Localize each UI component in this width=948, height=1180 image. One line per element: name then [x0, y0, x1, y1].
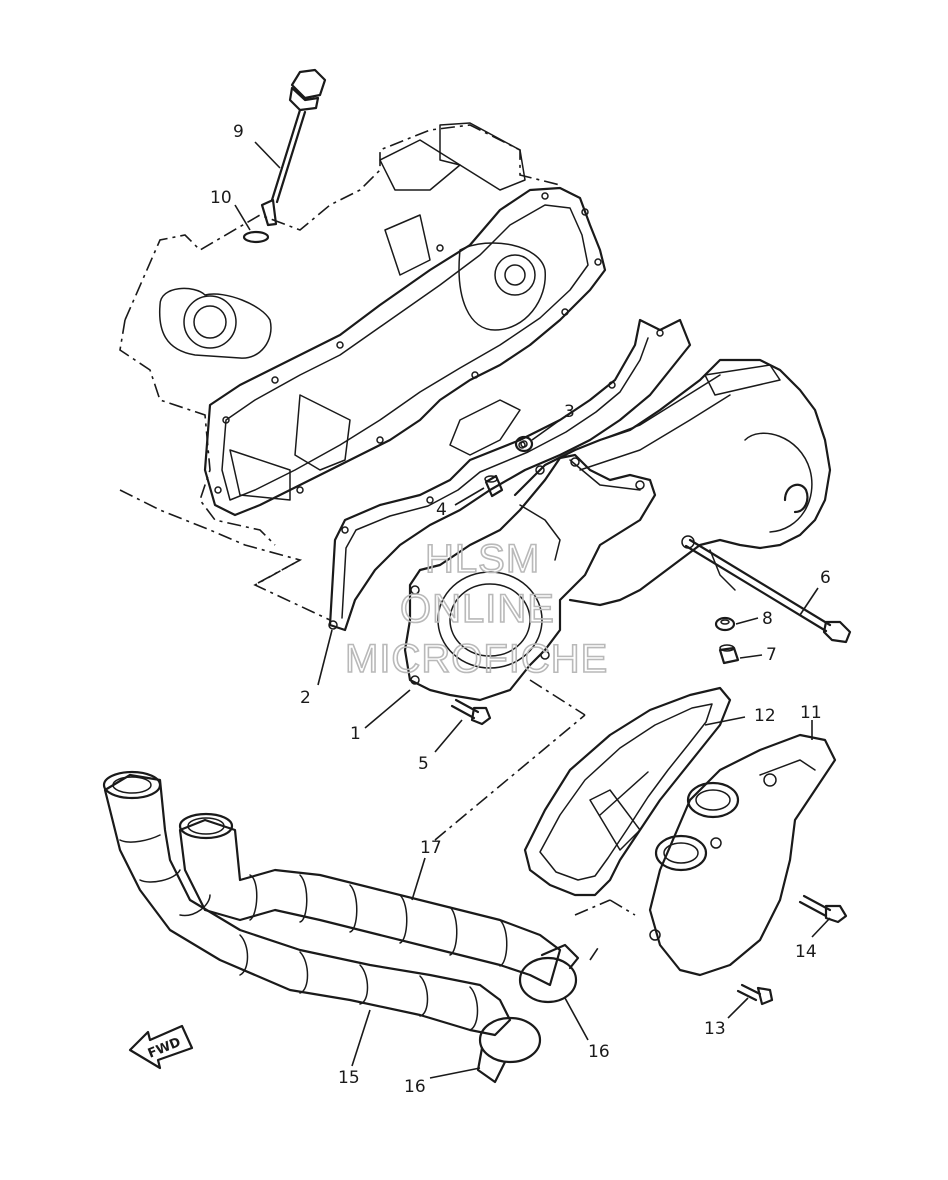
engine-block-outline: [119, 122, 561, 621]
callout-10: 10: [210, 188, 232, 208]
duct-gasket: [523, 686, 732, 897]
callout-8: 8: [762, 609, 773, 629]
air-duct-hoses: [102, 770, 562, 1037]
callout-16-upper: 16: [588, 1042, 610, 1062]
seal-washer: [514, 435, 534, 453]
callout-17: 17: [420, 838, 442, 858]
o-ring: [242, 230, 270, 244]
watermark: HLSM ONLINE MICROFICHE: [344, 536, 608, 682]
crankcase-gasket-rear: [203, 186, 607, 517]
callout-6: 6: [820, 568, 831, 588]
callout-13: 13: [704, 1019, 726, 1039]
hose-clamps: [476, 943, 580, 1084]
drain-plug: [718, 644, 740, 665]
callout-3: 3: [564, 402, 575, 422]
callout-16-lower: 16: [404, 1077, 426, 1097]
callout-12: 12: [754, 706, 776, 726]
callout-4: 4: [436, 500, 447, 520]
dipstick: [260, 68, 327, 227]
crankcase-cover-gasket: [328, 318, 692, 632]
long-bolt: [684, 538, 852, 644]
callout-2: 2: [300, 688, 311, 708]
leader-lines: [234, 141, 831, 1079]
callout-numbers: 1 2 3 4 5 6 7 8 9 10 11 12 13 14 15 16 1…: [210, 122, 831, 1097]
callout-15: 15: [338, 1068, 360, 1088]
callout-9: 9: [233, 122, 244, 142]
callout-14: 14: [795, 942, 817, 962]
bolt-5: [450, 698, 492, 726]
callout-11: 11: [800, 703, 822, 723]
callout-7: 7: [766, 645, 777, 665]
callout-1: 1: [350, 724, 361, 744]
washer-8: [714, 616, 736, 632]
bolt-13: [736, 983, 774, 1006]
forward-direction-arrow: FWD: [128, 1024, 194, 1070]
callout-5: 5: [418, 754, 429, 774]
watermark-line-1: HLSM: [425, 537, 540, 581]
cover-mount-plate: [403, 453, 657, 702]
dowel-pin: [484, 474, 504, 498]
bolt-14: [798, 894, 848, 924]
watermark-line-2: ONLINE: [400, 587, 555, 631]
crankcase-cover: [513, 358, 832, 607]
air-duct-cover: [648, 733, 837, 977]
watermark-line-3: MICROFICHE: [345, 637, 608, 681]
